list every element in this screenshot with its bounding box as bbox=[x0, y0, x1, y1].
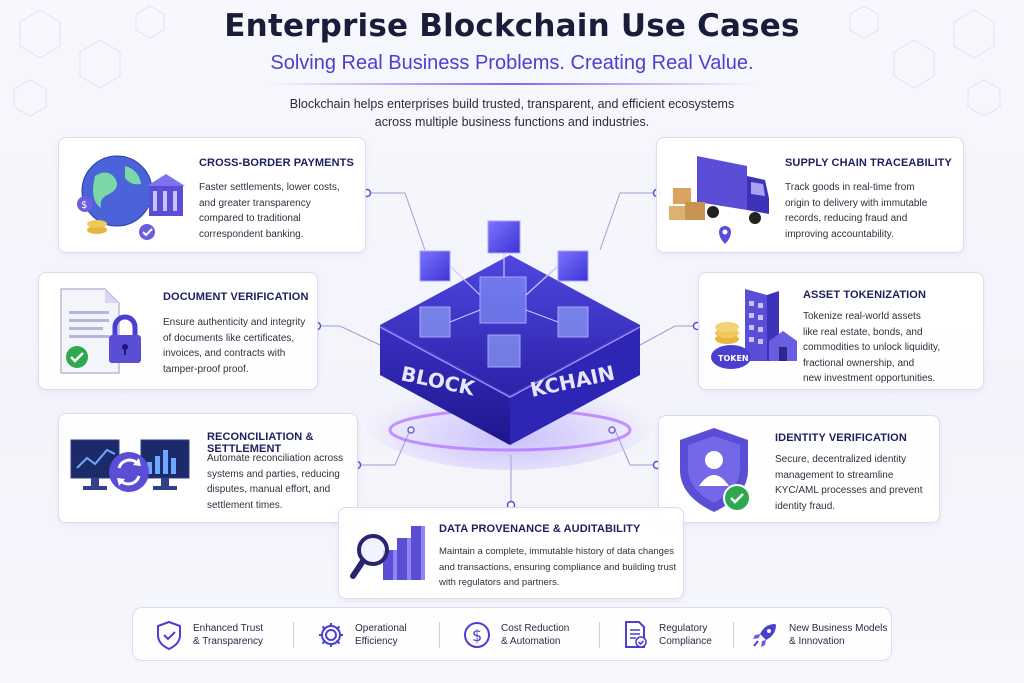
desc-line: correspondent banking. bbox=[199, 228, 304, 240]
blockchain-platform-graphic: BLOCK KCHAIN bbox=[360, 220, 660, 470]
desc-line: with regulators and partners. bbox=[439, 577, 560, 588]
intro-text: Blockchain helps enterprises build trust… bbox=[262, 95, 762, 131]
token-label: TOKEN bbox=[718, 354, 749, 363]
desc-line: and greater transparency bbox=[199, 197, 311, 209]
card-description: Ensure authenticity and integrity of doc… bbox=[163, 315, 315, 377]
benefit-line: & Transparency bbox=[193, 636, 264, 647]
benefit-line: & Innovation bbox=[789, 636, 845, 647]
desc-line: fractional ownership, and bbox=[803, 357, 915, 369]
benefit-line: New Business Models bbox=[789, 623, 888, 634]
divider bbox=[599, 622, 600, 648]
benefit-label: New Business Models & Innovation bbox=[789, 622, 893, 648]
divider bbox=[733, 622, 734, 648]
benefit-line: & Automation bbox=[501, 636, 561, 647]
benefit-label: Enhanced Trust & Transparency bbox=[193, 622, 303, 648]
card-description: Automate reconciliation across systems a… bbox=[207, 451, 355, 513]
card-reconciliation-settlement: RECONCILIATION & SETTLEMENT Automate rec… bbox=[58, 413, 358, 523]
magnifier-chart-icon bbox=[350, 526, 425, 580]
card-asset-tokenization: TOKEN ASSET TOKENIZATION Tokenize real-w… bbox=[698, 272, 984, 390]
svg-text:$: $ bbox=[81, 200, 87, 211]
monitors-sync-icon bbox=[70, 439, 190, 492]
benefit-line: Efficiency bbox=[355, 636, 398, 647]
desc-line: management to streamline bbox=[775, 469, 894, 481]
desc-line: systems and parties, reducing bbox=[207, 468, 340, 480]
desc-line: of documents like certificates, bbox=[163, 332, 295, 344]
card-title: SUPPLY CHAIN TRACEABILITY bbox=[785, 157, 952, 169]
desc-line: Track goods in real-time from bbox=[785, 182, 915, 193]
desc-line: Ensure authenticity and integrity bbox=[163, 317, 306, 328]
svg-text:$: $ bbox=[472, 626, 482, 645]
divider bbox=[439, 622, 440, 648]
document-check-icon bbox=[625, 621, 647, 648]
desc-line: Automate reconciliation across bbox=[207, 453, 344, 464]
desc-line: Maintain a complete, immutable history o… bbox=[439, 546, 674, 557]
card-title: DOCUMENT VERIFICATION bbox=[163, 291, 309, 303]
card-description: Maintain a complete, immutable history o… bbox=[439, 544, 683, 591]
gear-icon bbox=[319, 623, 343, 647]
document-lock-icon bbox=[60, 288, 141, 374]
desc-line: KYC/AML processes and prevent bbox=[775, 485, 923, 496]
card-document-verification: DOCUMENT VERIFICATION Ensure authenticit… bbox=[38, 272, 318, 390]
card-cross-border-payments: $ CROSS-BORDER PAYMENTS Faster settlemen… bbox=[58, 137, 366, 253]
card-title: ASSET TOKENIZATION bbox=[803, 289, 927, 301]
desc-line: new investment opportunities. bbox=[803, 373, 936, 384]
card-title: IDENTITY VERIFICATION bbox=[775, 432, 907, 444]
benefit-label: Cost Reduction & Automation bbox=[501, 622, 611, 648]
card-description: Tokenize real-world assets like real est… bbox=[803, 309, 981, 387]
card-title: RECONCILIATION & SETTLEMENT bbox=[207, 431, 314, 455]
desc-line: improving accountability. bbox=[785, 228, 894, 240]
benefit-line: Compliance bbox=[659, 636, 712, 647]
benefit-line: Enhanced Trust bbox=[193, 623, 264, 634]
desc-line: disputes, manual effort, and bbox=[207, 484, 331, 495]
desc-line: Faster settlements, lower costs, bbox=[199, 182, 340, 193]
desc-line: origin to delivery with immutable bbox=[785, 197, 928, 209]
desc-line: like real estate, bonds, and bbox=[803, 326, 923, 338]
desc-line: settlement times. bbox=[207, 499, 283, 511]
desc-line: compared to traditional bbox=[199, 213, 301, 224]
desc-line: commodities to unlock liquidity, bbox=[803, 342, 941, 353]
desc-line: identity fraud. bbox=[775, 500, 836, 512]
desc-line: and transactions, ensuring compliance an… bbox=[439, 561, 677, 573]
card-title: DATA PROVENANCE & AUDITABILITY bbox=[439, 523, 641, 535]
card-description: Faster settlements, lower costs, and gre… bbox=[199, 180, 359, 242]
shield-check-icon bbox=[157, 620, 181, 651]
benefit-line: Operational bbox=[355, 623, 407, 634]
blockchain-hub: BLOCK KCHAIN bbox=[360, 215, 660, 475]
page-subtitle: Solving Real Business Problems. Creating… bbox=[270, 52, 754, 74]
desc-line: records, reducing fraud and bbox=[785, 213, 908, 224]
benefit-line: Regulatory bbox=[659, 623, 708, 634]
desc-line: Secure, decentralized identity bbox=[775, 454, 907, 465]
desc-line: tamper-proof proof. bbox=[163, 363, 249, 375]
card-supply-chain-traceability: SUPPLY CHAIN TRACEABILITY Track goods in… bbox=[656, 137, 964, 253]
desc-line: invoices, and contracts with bbox=[163, 348, 286, 359]
benefit-line: Cost Reduction bbox=[501, 623, 570, 634]
page-title: Enterprise Blockchain Use Cases bbox=[224, 8, 800, 44]
shield-user-icon bbox=[680, 428, 751, 512]
card-identity-verification: IDENTITY VERIFICATION Secure, decentrali… bbox=[658, 415, 940, 523]
card-description: Track goods in real-time from origin to … bbox=[785, 180, 961, 242]
divider bbox=[293, 622, 294, 648]
intro-line-1: Blockchain helps enterprises build trust… bbox=[289, 97, 735, 111]
desc-line: Tokenize real-world assets bbox=[803, 311, 921, 322]
building-token-icon: TOKEN bbox=[711, 289, 797, 369]
card-data-provenance-auditability: DATA PROVENANCE & AUDITABILITY Maintain … bbox=[338, 507, 684, 599]
delivery-truck-icon bbox=[669, 156, 769, 244]
card-title: CROSS-BORDER PAYMENTS bbox=[199, 157, 354, 169]
globe-bank-icon: $ bbox=[77, 155, 185, 240]
card-description: Secure, decentralized identity managemen… bbox=[775, 452, 937, 514]
subtitle-underline bbox=[268, 83, 756, 85]
rocket-icon bbox=[753, 624, 776, 647]
dollar-icon: $ bbox=[464, 622, 490, 648]
intro-line-2: across multiple business functions and i… bbox=[374, 115, 650, 129]
benefits-bar: Enhanced Trust & Transparency Operational… bbox=[132, 607, 892, 661]
